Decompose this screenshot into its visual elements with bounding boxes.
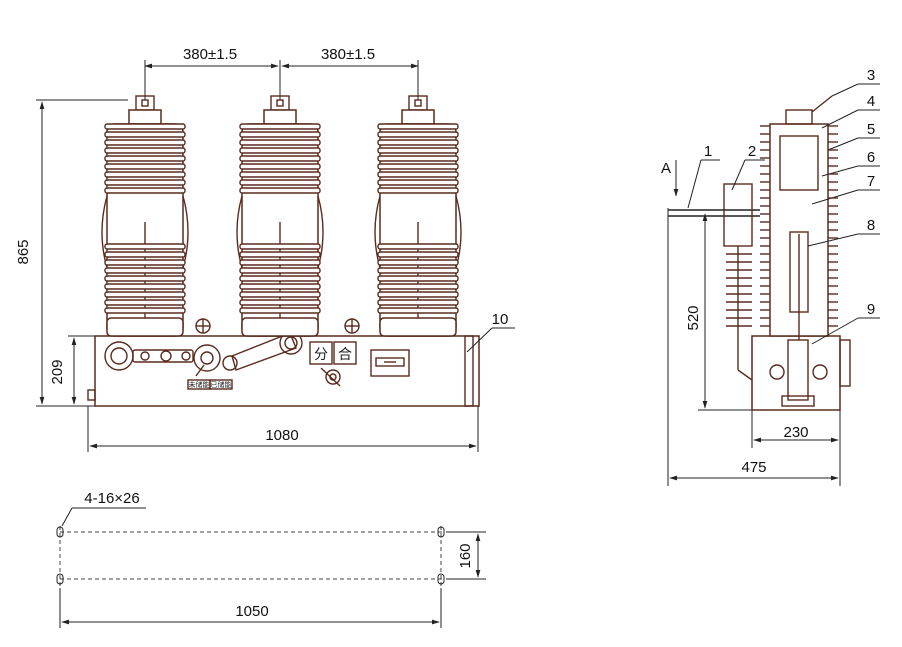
dim-side-total: 475 (741, 459, 766, 476)
mounting-plan: 4-16×26 160 1050 (56, 490, 486, 628)
pole-middle (236, 95, 324, 337)
part-label-10: 10 (492, 311, 509, 328)
ground-symbol-right (344, 318, 360, 334)
open-button[interactable] (309, 341, 333, 365)
part-label-7: 7 (867, 173, 875, 190)
pole-left (101, 95, 189, 337)
dim-side-height: 520 (685, 305, 702, 330)
dim-width-base: 1080 (265, 427, 298, 444)
dim-mount-depth: 160 (457, 543, 474, 568)
open-button-label: 分 (314, 347, 328, 363)
part-label-3: 3 (867, 67, 875, 84)
part-label-4: 4 (867, 93, 875, 110)
view-arrow-label: A (661, 160, 671, 177)
part-label-5: 5 (867, 121, 875, 138)
dim-spacing-right: 380±1.5 (321, 46, 375, 63)
part-label-6: 6 (867, 149, 875, 166)
dim-height-total: 865 (15, 239, 32, 264)
indicator-close-label: 已储能 (211, 380, 232, 389)
side-view: 475 230 520 A 1 2 3 (661, 67, 880, 486)
pole-right (374, 95, 462, 337)
part-label-2: 2 (748, 143, 756, 160)
close-button-label: 合 (338, 347, 352, 363)
close-button[interactable] (333, 341, 357, 365)
part-label-8: 8 (867, 217, 875, 234)
indicator-open-label: 未储能 (189, 380, 210, 389)
ground-symbol-left (195, 318, 211, 334)
mount-hole-label: 4-16×26 (84, 490, 139, 507)
dim-side-base: 230 (783, 424, 808, 441)
dim-spacing-left: 380±1.5 (183, 46, 237, 63)
dim-mount-width: 1050 (235, 603, 268, 620)
part-label-1: 1 (704, 143, 712, 160)
part-label-9: 9 (867, 301, 875, 318)
dim-height-base: 209 (49, 359, 66, 384)
front-view: 380±1.5 380±1.5 865 209 1080 (15, 46, 515, 452)
